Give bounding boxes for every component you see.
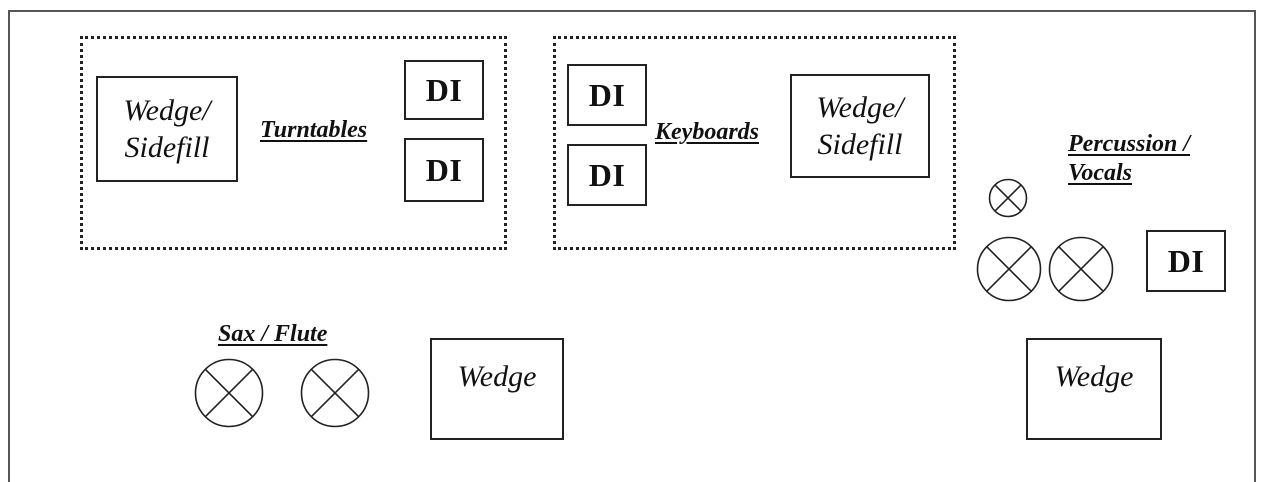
- keyboards-zone: [553, 36, 956, 250]
- turntables-zone: [80, 36, 507, 250]
- stage-plot: Wedge/ Sidefill Turntables DI DI DI DI K…: [8, 10, 1256, 482]
- mic-symbol-svg: [988, 178, 1028, 218]
- sax-flute-wedge: Wedge: [430, 338, 564, 440]
- turntables-label: Turntables: [260, 117, 368, 143]
- mic-cross-line-2: [310, 368, 360, 418]
- percussion-di: DI: [1146, 230, 1226, 292]
- turntables-di-top-label: DI: [425, 72, 463, 108]
- keyboards-di-top: DI: [567, 64, 647, 126]
- keyboards-di-bottom-label: DI: [588, 157, 626, 193]
- turntables-di-bottom: DI: [404, 138, 484, 202]
- percussion-mic-right-icon: [1048, 236, 1114, 302]
- turntables-wedge-label: Wedge/ Sidefill: [123, 93, 211, 165]
- mic-symbol-svg: [976, 236, 1042, 302]
- keyboards-label: Keyboards: [655, 119, 759, 145]
- turntables-di-top: DI: [404, 60, 484, 120]
- turntables-di-bottom-label: DI: [425, 152, 463, 188]
- keyboards-wedge-sidefill: Wedge/ Sidefill: [790, 74, 930, 178]
- keyboards-di-top-label: DI: [588, 77, 626, 113]
- percussion-di-label: DI: [1167, 243, 1205, 279]
- sax-mic-left-icon: [194, 358, 264, 428]
- keyboards-di-bottom: DI: [567, 144, 647, 206]
- mic-cross-line-2: [204, 368, 254, 418]
- percussion-mic-left-icon: [976, 236, 1042, 302]
- mic-cross-line-2: [1058, 246, 1104, 292]
- mic-cross-line-2: [986, 246, 1032, 292]
- percussion-vocals-label: Percussion / Vocals: [1068, 131, 1191, 186]
- percussion-wedge: Wedge: [1026, 338, 1162, 440]
- percussion-wedge-label: Wedge: [1054, 360, 1134, 393]
- mic-symbol-svg: [194, 358, 264, 428]
- mic-symbol-svg: [1048, 236, 1114, 302]
- sax-flute-label: Sax / Flute: [218, 321, 328, 347]
- sax-mic-right-icon: [300, 358, 370, 428]
- mic-cross-line-2: [994, 184, 1022, 212]
- turntables-wedge-sidefill: Wedge/ Sidefill: [96, 76, 238, 182]
- keyboards-wedge-label: Wedge/ Sidefill: [816, 90, 904, 162]
- sax-flute-wedge-label: Wedge: [457, 360, 537, 393]
- percussion-small-mic-icon: [988, 178, 1028, 218]
- mic-symbol-svg: [300, 358, 370, 428]
